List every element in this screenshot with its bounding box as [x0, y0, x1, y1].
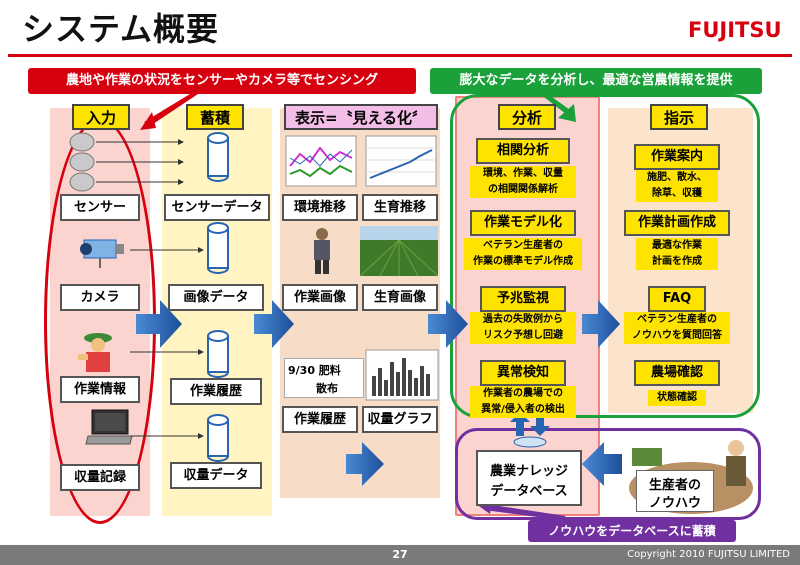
worker-photo — [314, 228, 330, 274]
knowledge-db-line1: 農業ナレッジ — [489, 464, 568, 479]
fertilizer-note-date: 9/30 肥料 — [288, 364, 341, 377]
instruct-item-work-plan: 作業計画作成 — [624, 210, 730, 236]
title-rule — [8, 54, 792, 57]
knowledge-db-line2: データベース — [490, 484, 568, 499]
arrow-db-up — [510, 412, 530, 436]
farmer-icon — [78, 333, 112, 372]
instruct-item-farm-check: 農場確認 — [634, 360, 720, 386]
fertilizer-note-action: 散布 — [316, 382, 338, 395]
arrow-display-down — [346, 442, 384, 486]
arrow-analysis-instruct — [582, 300, 620, 348]
instruct-desc-work-plan-2: 計画を作成 — [636, 254, 718, 270]
arrow-db-down — [530, 412, 550, 436]
cylinder-sensor-data — [207, 132, 229, 182]
instruct-desc-faq-1: ベテラン生産者の — [624, 312, 730, 328]
store-item-sensor-data: センサーデータ — [164, 194, 270, 221]
fujitsu-logo: FUJITSU — [688, 18, 782, 42]
producer-line2: ノウハウ — [648, 496, 701, 511]
instruct-desc-faq-2: ノウハウを質問回答 — [624, 328, 730, 344]
store-item-work-history: 作業履歴 — [170, 378, 262, 405]
instruct-item-faq: FAQ — [648, 286, 706, 312]
display-item-growth: 生育推移 — [362, 194, 438, 221]
cylinder-yield-data — [207, 414, 229, 462]
analysis-item-correlation: 相関分析 — [476, 138, 570, 164]
instruct-item-work-guide: 作業案内 — [634, 144, 720, 170]
growth-chart-thumb — [365, 135, 437, 187]
analysis-desc-predictive-1: 過去の失敗例から — [470, 312, 576, 328]
analysis-desc-predictive-2: リスク予想し回避 — [470, 328, 576, 344]
input-item-sensor: センサー — [60, 194, 140, 221]
analysis-desc-correlation-1: 環境、作業、収量 — [470, 166, 576, 182]
arrow-producer-db — [582, 442, 622, 486]
analysis-header: 分析 — [498, 104, 556, 130]
analysis-desc-work-model-1: ベテラン生産者の — [464, 238, 582, 254]
store-item-image-data: 画像データ — [168, 284, 264, 311]
knowledge-outline — [455, 428, 761, 520]
instruct-desc-farm-check: 状態確認 — [648, 390, 706, 406]
knowledge-db-box — [476, 450, 582, 506]
arrow-input-store — [136, 300, 182, 348]
analysis-item-predictive: 予兆監視 — [480, 286, 566, 312]
display-item-work-image: 作業画像 — [282, 284, 358, 311]
knowhow-pointer — [484, 504, 566, 520]
store-item-yield-data: 収量データ — [170, 462, 262, 489]
analysis-instruct-outline — [450, 94, 760, 418]
laptop-icon — [85, 409, 133, 445]
input-item-work-info: 作業情報 — [60, 376, 140, 403]
display-item-work-history: 作業履歴 — [282, 406, 358, 433]
instruct-header: 指示 — [650, 104, 708, 130]
arrow-display-analysis — [428, 300, 468, 348]
input-header: 入力 — [72, 104, 130, 130]
display-item-growth-image: 生育画像 — [362, 284, 438, 311]
environment-chart-thumb — [285, 135, 357, 187]
instruct-desc-work-plan-1: 最適な作業 — [636, 238, 718, 254]
yield-bar-thumb — [365, 349, 439, 401]
analysis-desc-correlation-2: の相関関係解析 — [470, 182, 576, 198]
producer-box — [636, 470, 714, 512]
analysis-item-work-model: 作業モデル化 — [470, 210, 576, 236]
field-photo — [359, 226, 439, 277]
analysis-desc-anomaly-1: 作業者の農場での — [470, 386, 576, 402]
analysis-desc-anomaly-2: 異常/侵入者の検出 — [470, 402, 576, 418]
instruct-desc-work-guide-2: 除草、収穫 — [636, 186, 718, 202]
sensor-icon — [69, 132, 184, 192]
page-number: 27 — [392, 548, 408, 561]
analysis-desc-work-model-2: 作業の標準モデル作成 — [464, 254, 582, 270]
footer-bar — [0, 545, 800, 565]
copyright: Copyright 2010 FUJITSU LIMITED — [627, 549, 790, 560]
page-title: システム概要 — [22, 10, 220, 48]
input-item-camera: カメラ — [60, 284, 140, 311]
database-icon — [513, 436, 547, 448]
camera-icon — [80, 239, 124, 268]
cylinder-work-history — [207, 330, 229, 378]
cylinder-image-data — [207, 222, 229, 274]
analysis-item-anomaly: 異常検知 — [480, 360, 566, 386]
instruct-desc-work-guide-1: 施肥、散水、 — [636, 170, 718, 186]
banner-knowhow: ノウハウをデータベースに蓄積 — [528, 520, 736, 542]
store-header: 蓄積 — [186, 104, 244, 130]
input-item-yield-record: 収量記録 — [60, 464, 140, 491]
banner-analysis: 膨大なデータを分析し、最適な営農情報を提供 — [430, 68, 762, 94]
display-item-yield-graph: 収量グラフ — [362, 406, 438, 433]
arrow-store-display — [254, 300, 294, 348]
banner-sensing: 農地や作業の状況をセンサーやカメラ等でセンシング — [28, 68, 416, 94]
display-header: 表示=〝見える化〞 — [284, 104, 438, 130]
producer-line1: 生産者の — [648, 478, 701, 493]
sensing-pointer — [144, 94, 198, 126]
fertilizer-note — [284, 358, 364, 398]
display-item-environment: 環境推移 — [282, 194, 358, 221]
